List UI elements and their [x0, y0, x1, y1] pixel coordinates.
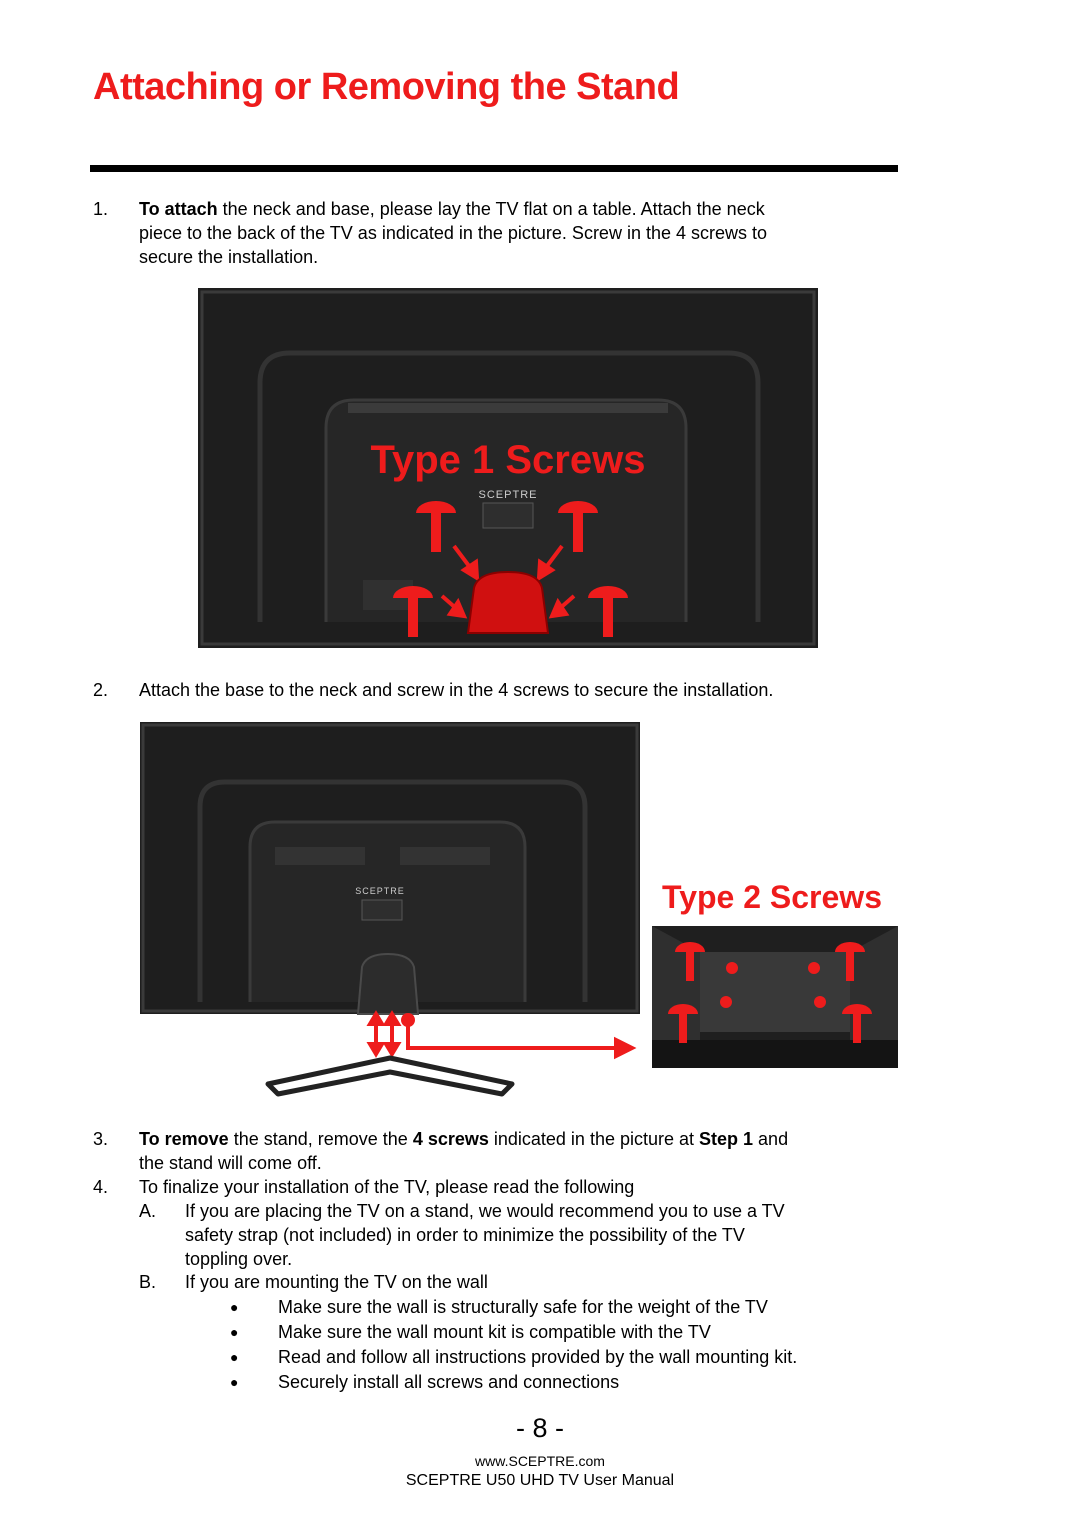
- figure-type1-screws: Type 1 Screws SCEPTRE: [198, 288, 818, 648]
- sceptre-logo: SCEPTRE: [355, 886, 405, 896]
- sub-item-letter: A.: [139, 1201, 157, 1221]
- screw-icon: [842, 1004, 872, 1043]
- sub-item-letter: B.: [139, 1272, 157, 1292]
- inset-base: [652, 1040, 898, 1068]
- screw-hole-icon: [726, 962, 738, 974]
- step-number: 3.: [93, 1129, 109, 1149]
- footer-manual-title: SCEPTRE U50 UHD TV User Manual: [405, 1472, 675, 1489]
- page-title: Attaching or Removing the Stand: [93, 66, 680, 108]
- step-bold-segment: 4 screws: [412, 1129, 489, 1149]
- label-plate: [482, 502, 534, 529]
- stand-neck: [466, 570, 550, 634]
- step-number: 4.: [93, 1177, 109, 1197]
- tv-back-contour: [257, 350, 761, 622]
- arrow-icon: [548, 594, 576, 619]
- screw-icon: [416, 501, 456, 552]
- fig1-label: Type 1 Screws: [371, 438, 646, 482]
- stand-neck: [356, 952, 420, 1015]
- sub-item-text: If you are placing the TV on a stand, we…: [185, 1199, 885, 1271]
- vent-block: [400, 847, 490, 865]
- sceptre-logo: SCEPTRE: [479, 489, 538, 501]
- step-text-segment: indicated in the picture at: [488, 1129, 700, 1149]
- step-text-line: secure the installation.: [139, 247, 319, 267]
- sub-item-line: safety strap (not included) in order to …: [185, 1225, 745, 1245]
- screw-icon: [393, 586, 433, 637]
- tv-edge: [200, 290, 816, 646]
- inset-neck-side: [850, 926, 898, 1068]
- step-text-line: piece to the back of the TV as indicated…: [139, 223, 768, 243]
- arrow-icon: [452, 544, 480, 582]
- inset-bracket: [700, 952, 850, 1032]
- bullet-icon: ●: [230, 1374, 239, 1390]
- bullet-text: Securely install all screws and connecti…: [278, 1372, 620, 1392]
- sub-item-line: toppling over.: [185, 1249, 293, 1269]
- title-divider: [90, 165, 898, 172]
- figure-type2-screws: SCEPTRE Type 2 Screws: [140, 722, 898, 1097]
- step-text: Attach the base to the neck and screw in…: [139, 680, 774, 700]
- screw-icon: [675, 942, 705, 981]
- screw-hole-icon: [814, 996, 826, 1008]
- step-bold-segment: Step 1: [699, 1129, 754, 1149]
- bullet-text: Make sure the wall mount kit is compatib…: [278, 1322, 711, 1342]
- step-number: 2.: [93, 680, 109, 700]
- sub-item-text: If you are mounting the TV on the wall: [185, 1272, 488, 1292]
- arrow-icon: [440, 594, 468, 619]
- label-plate: [361, 899, 403, 921]
- vent-strip: [348, 403, 668, 413]
- step-text: To finalize your installation of the TV,…: [139, 1177, 635, 1197]
- fig2-label: Type 2 Screws: [662, 879, 882, 915]
- bullet-icon: ●: [230, 1324, 239, 1340]
- step-text: To attach the neck and base, please lay …: [139, 197, 899, 269]
- step-text-line: the neck and base, please lay the TV fla…: [217, 199, 765, 219]
- arrow-icon: [366, 1010, 386, 1058]
- arrow-icon: [401, 1013, 637, 1060]
- arrow-icon: [536, 544, 564, 582]
- sub-item-line: If you are placing the TV on a stand, we…: [185, 1201, 785, 1221]
- screw-icon: [835, 942, 865, 981]
- bullet-icon: ●: [230, 1299, 239, 1315]
- screw-icon: [588, 586, 628, 637]
- tv-back-contour: [197, 779, 588, 1002]
- vent-block: [275, 847, 365, 865]
- step-text: To remove the stand, remove the 4 screws…: [139, 1127, 899, 1175]
- bullet-icon: ●: [230, 1349, 239, 1365]
- stand-base: [265, 1055, 515, 1097]
- arrow-icon: [382, 1010, 402, 1058]
- screw-icon: [668, 1004, 698, 1043]
- step-number: 1.: [93, 199, 109, 219]
- footer-url: www.SCEPTRE.com: [475, 1453, 605, 1469]
- page-number: - 8 -: [515, 1413, 564, 1443]
- step-text-segment: the stand, remove the: [228, 1129, 413, 1149]
- bullet-text: Make sure the wall is structurally safe …: [278, 1297, 768, 1317]
- screw-icon: [558, 501, 598, 552]
- step-text-segment: and: [753, 1129, 789, 1149]
- step-bold-lead: To attach: [139, 199, 218, 219]
- bullet-text: Read and follow all instructions provide…: [278, 1347, 798, 1367]
- step-bold-lead: To remove: [139, 1129, 229, 1149]
- screw-hole-icon: [720, 996, 732, 1008]
- step-text-line: the stand will come off.: [139, 1153, 322, 1173]
- screw-hole-icon: [808, 962, 820, 974]
